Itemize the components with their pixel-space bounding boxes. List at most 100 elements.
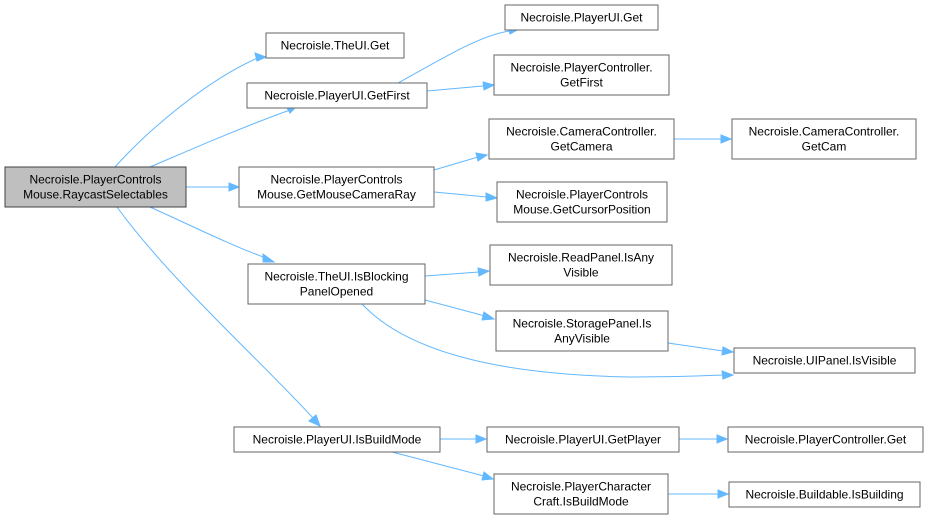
arrowhead bbox=[477, 267, 491, 277]
node-label-line: GetCam bbox=[802, 140, 847, 154]
node-box bbox=[727, 426, 924, 453]
edge-line bbox=[433, 156, 479, 171]
edge-layer bbox=[114, 26, 735, 499]
node-label-line: Craft.IsBuildMode bbox=[533, 495, 629, 509]
node-box bbox=[246, 82, 428, 109]
edge-raycast-to-isblockingpanelopened bbox=[149, 206, 276, 263]
node-label-line: Necroisle.CameraController. bbox=[749, 125, 900, 139]
node-label-line: GetFirst bbox=[560, 76, 603, 90]
node-playercontroller-get[interactable]: Necroisle.PlayerController.Get bbox=[727, 426, 924, 453]
arrowhead bbox=[721, 346, 735, 356]
node-box bbox=[733, 347, 916, 374]
node-label-line: Necroisle.Buildable.IsBuilding bbox=[745, 488, 903, 502]
node-playercharactercraft-isbuildmode[interactable]: Necroisle.PlayerCharacterCraft.IsBuildMo… bbox=[493, 473, 669, 515]
edge-line bbox=[361, 303, 724, 378]
node-box bbox=[728, 481, 921, 508]
node-cameracontroller-getcam[interactable]: Necroisle.CameraController.GetCam bbox=[731, 118, 917, 160]
edge-getplayer-to-playercontroller_get bbox=[679, 434, 729, 444]
node-layer: Necroisle.PlayerControlsMouse.RaycastSel… bbox=[4, 4, 924, 515]
node-label-line: Necroisle.TheUI.Get bbox=[281, 39, 390, 53]
edge-line bbox=[426, 85, 484, 92]
node-label-line: Necroisle.PlayerControls bbox=[29, 173, 161, 187]
arrowhead bbox=[485, 192, 499, 202]
node-label-line: Necroisle.PlayerController. bbox=[510, 61, 652, 75]
arrowhead bbox=[481, 471, 495, 481]
arrowhead bbox=[254, 52, 268, 62]
edge-line bbox=[397, 30, 511, 84]
edge-line bbox=[424, 299, 486, 317]
node-label-line: Necroisle.UIPanel.IsVisible bbox=[753, 354, 897, 368]
node-label-line: Necroisle.ReadPanel.IsAny bbox=[508, 251, 654, 265]
edge-line bbox=[667, 342, 724, 352]
node-box bbox=[504, 4, 659, 31]
node-getmousecameraray[interactable]: Necroisle.PlayerControlsMouse.GetMouseCa… bbox=[238, 166, 435, 208]
edge-line bbox=[116, 206, 314, 419]
node-getplayer[interactable]: Necroisle.PlayerUI.GetPlayer bbox=[486, 426, 680, 453]
edge-raycast-to-isbuildmode bbox=[116, 206, 321, 427]
node-label-line: Necroisle.PlayerControls bbox=[270, 173, 402, 187]
arrowhead bbox=[716, 434, 729, 444]
edge-line bbox=[391, 451, 485, 477]
arrowhead bbox=[308, 414, 321, 427]
node-box bbox=[495, 310, 669, 352]
node-label-line: Necroisle.StoragePanel.Is bbox=[513, 317, 652, 331]
edge-storagepanel_isanyvisible-to-uipanel_isvisible bbox=[667, 342, 735, 356]
node-label-line: Necroisle.PlayerController.Get bbox=[745, 433, 907, 447]
arrowhead bbox=[475, 434, 488, 444]
edge-line bbox=[424, 271, 480, 277]
arrowhead bbox=[262, 253, 276, 263]
node-uipanel-isvisible[interactable]: Necroisle.UIPanel.IsVisible bbox=[733, 347, 916, 374]
node-label-line: Necroisle.PlayerCharacter bbox=[511, 480, 651, 494]
node-box bbox=[238, 166, 435, 208]
node-playerui-get[interactable]: Necroisle.PlayerUI.Get bbox=[504, 4, 659, 31]
node-label-line: Mouse.RaycastSelectables bbox=[23, 188, 168, 202]
node-box bbox=[489, 244, 673, 286]
arrowhead bbox=[721, 370, 735, 380]
node-box bbox=[493, 473, 669, 515]
node-label-line: Necroisle.PlayerUI.GetFirst bbox=[264, 89, 410, 103]
node-box bbox=[488, 118, 675, 160]
node-box bbox=[731, 118, 917, 160]
node-theui-get[interactable]: Necroisle.TheUI.Get bbox=[265, 32, 405, 59]
node-label-line: Necroisle.PlayerUI.IsBuildMode bbox=[253, 433, 422, 447]
node-label-line: Necroisle.PlayerUI.GetPlayer bbox=[505, 433, 661, 447]
node-label-line: Necroisle.CameraController. bbox=[506, 125, 657, 139]
node-playercontroller-getfirst[interactable]: Necroisle.PlayerController.GetFirst bbox=[493, 54, 670, 96]
node-isbuildmode[interactable]: Necroisle.PlayerUI.IsBuildMode bbox=[233, 426, 441, 453]
edge-cameracontroller_getcamera-to-cameracontroller_getcam bbox=[674, 134, 733, 144]
edge-playercharactercraft_isbuildmode-to-buildable_isbuilding bbox=[668, 489, 730, 499]
edge-getmousecameraray-to-cameracontroller_getcamera bbox=[433, 152, 489, 171]
node-label-line: Visible bbox=[563, 266, 598, 280]
node-label-line: Necroisle.TheUI.IsBlocking bbox=[264, 270, 408, 284]
edge-line bbox=[149, 109, 291, 168]
node-label-line: GetCamera bbox=[550, 140, 612, 154]
node-raycast[interactable]: Necroisle.PlayerControlsMouse.RaycastSel… bbox=[4, 166, 187, 208]
node-label-line: Necroisle.PlayerControls bbox=[516, 188, 648, 202]
node-box bbox=[4, 166, 187, 208]
edge-raycast-to-theui_get bbox=[114, 52, 268, 168]
node-buildable-isbuilding[interactable]: Necroisle.Buildable.IsBuilding bbox=[728, 481, 921, 508]
node-box bbox=[265, 32, 405, 59]
node-box bbox=[493, 54, 670, 96]
node-label-line: AnyVisible bbox=[554, 332, 610, 346]
node-cameracontroller-getcamera[interactable]: Necroisle.CameraController.GetCamera bbox=[488, 118, 675, 160]
node-box bbox=[247, 263, 426, 305]
node-box bbox=[496, 181, 668, 223]
node-getcursorposition[interactable]: Necroisle.PlayerControlsMouse.GetCursorP… bbox=[496, 181, 668, 223]
node-box bbox=[233, 426, 441, 453]
edge-line bbox=[149, 206, 267, 259]
arrowhead bbox=[475, 152, 489, 162]
node-label-line: Mouse.GetMouseCameraRay bbox=[257, 188, 416, 202]
node-label-line: Mouse.GetCursorPosition bbox=[513, 203, 650, 217]
arrowhead bbox=[720, 134, 733, 144]
node-playerui-getfirst[interactable]: Necroisle.PlayerUI.GetFirst bbox=[246, 82, 428, 109]
node-label-line: Necroisle.PlayerUI.Get bbox=[520, 11, 643, 25]
edge-line bbox=[114, 56, 261, 168]
arrowhead bbox=[228, 182, 241, 192]
edge-isblockingpanelopened-to-uipanel_isvisible bbox=[361, 303, 735, 380]
edge-isblockingpanelopened-to-readpanel_isanyvisible bbox=[424, 267, 491, 277]
